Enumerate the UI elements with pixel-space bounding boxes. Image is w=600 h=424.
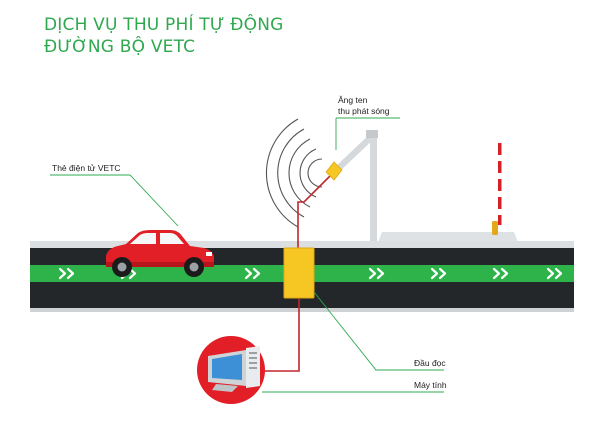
computer-label: Máy tính bbox=[414, 380, 447, 390]
reader-box-icon bbox=[283, 247, 315, 299]
computer-icon bbox=[197, 336, 265, 404]
antenna-label-line-1: Ăng ten bbox=[338, 95, 368, 105]
antenna-gantry bbox=[334, 130, 378, 246]
page-title: DỊCH VỤ THU PHÍ TỰ ĐỘNG ĐƯỜNG BỘ VETC bbox=[44, 14, 284, 58]
title-line-1: DỊCH VỤ THU PHÍ TỰ ĐỘNG bbox=[44, 15, 284, 35]
reader-label: Đầu đọc bbox=[414, 358, 446, 368]
antenna-label-line-2: thu phát sóng bbox=[338, 106, 390, 116]
label-leaders bbox=[50, 117, 444, 393]
barrier-gate bbox=[492, 143, 502, 235]
cable bbox=[262, 167, 339, 372]
antenna-icon bbox=[325, 161, 343, 181]
tag-label: Thẻ điện tử VETC bbox=[52, 163, 121, 173]
car-icon bbox=[106, 230, 214, 277]
title-line-2: ĐƯỜNG BỘ VETC bbox=[44, 37, 196, 57]
signal-waves-icon bbox=[265, 118, 323, 228]
